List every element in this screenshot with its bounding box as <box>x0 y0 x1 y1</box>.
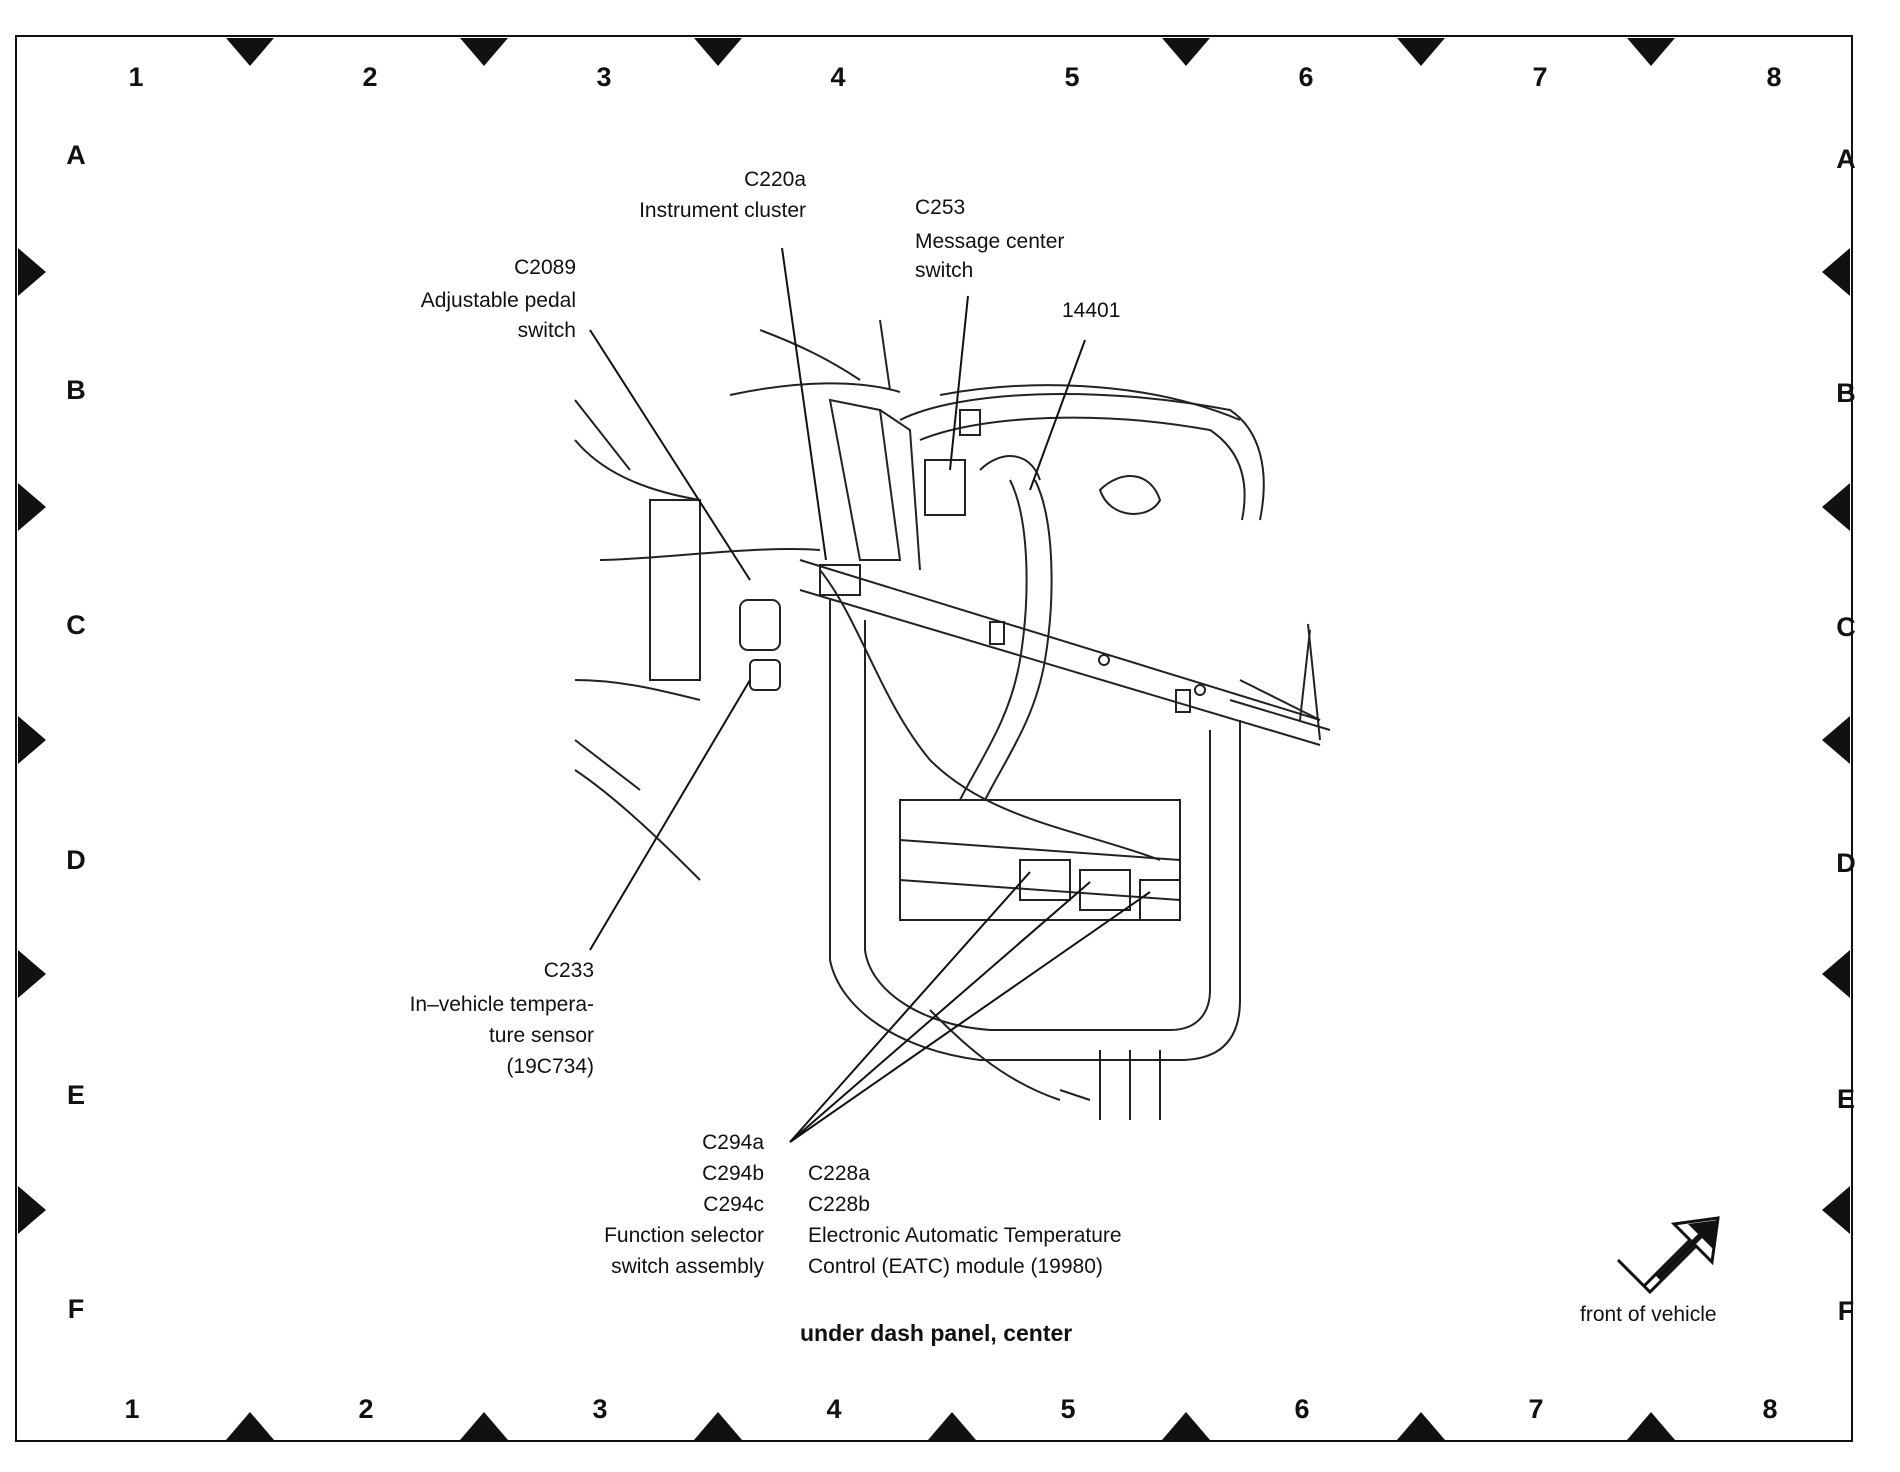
grid-col-top-7: 7 <box>1532 62 1548 92</box>
callout-c233-line2: ture sensor <box>488 1024 594 1047</box>
grid-row-right-d: D <box>1836 848 1856 878</box>
callout-c253-line1: Message center <box>915 230 1065 253</box>
grid-col-bottom-2: 2 <box>358 1394 374 1424</box>
callout-c2089-code: C2089 <box>514 256 576 279</box>
callout-c228b: C228b <box>808 1193 870 1216</box>
grid-row-right-c: C <box>1836 612 1856 642</box>
callout-c2089-line1: Adjustable pedal <box>420 289 576 312</box>
bottom-edge-markers <box>226 1412 1675 1440</box>
callout-c228-line1: Electronic Automatic Temperature <box>808 1224 1122 1247</box>
front-of-vehicle-label: front of vehicle <box>1580 1303 1717 1326</box>
callout-c294-line2: switch assembly <box>611 1255 764 1278</box>
grid-col-top-6: 6 <box>1298 62 1314 92</box>
grid-col-top-3: 3 <box>596 62 612 92</box>
callout-c220a-code: C220a <box>744 168 806 191</box>
grid-col-bottom-4: 4 <box>826 1394 842 1424</box>
grid-row-left-a: A <box>66 140 86 170</box>
diagram-border <box>15 35 1853 1442</box>
grid-col-bottom-7: 7 <box>1528 1394 1544 1424</box>
callout-c253-code: C253 <box>915 196 966 219</box>
grid-row-right-a: A <box>1836 144 1856 174</box>
callout-c233-code: C233 <box>543 959 594 982</box>
front-arrow-icon <box>1616 1216 1720 1295</box>
callout-c228-line2: Control (EATC) module (19980) <box>808 1255 1103 1278</box>
callout-c294c: C294c <box>703 1193 764 1216</box>
top-edge-markers <box>226 38 1675 66</box>
dash-linework <box>574 319 1331 1120</box>
grid-col-top-4: 4 <box>830 62 846 92</box>
grid-col-bottom-3: 3 <box>592 1394 608 1424</box>
callout-14401-code: 14401 <box>1062 299 1121 322</box>
grid-col-bottom-6: 6 <box>1294 1394 1310 1424</box>
grid-row-right-e: E <box>1836 1084 1855 1114</box>
grid-row-right-f: F <box>1837 1296 1855 1326</box>
diagram-caption: under dash panel, center <box>800 1320 1073 1346</box>
grid-row-left-f: F <box>67 1294 85 1324</box>
grid-col-bottom-5: 5 <box>1060 1394 1076 1424</box>
callout-c233-line1: In–vehicle tempera- <box>409 993 594 1016</box>
grid-row-left-e: E <box>66 1080 85 1110</box>
grid-row-left-d: D <box>66 845 86 875</box>
callout-c233-line3: (19C734) <box>506 1055 594 1078</box>
callout-c294-line1: Function selector <box>604 1224 764 1247</box>
callout-c220a-name: Instrument cluster <box>639 199 806 222</box>
callout-c294a: C294a <box>702 1131 764 1154</box>
leader-lines <box>589 247 1151 1143</box>
left-edge-markers <box>18 248 46 1234</box>
grid-row-left-b: B <box>66 375 86 405</box>
callout-c253-line2: switch <box>915 259 974 282</box>
callout-c294b: C294b <box>702 1162 764 1185</box>
grid-col-bottom-8: 8 <box>1762 1394 1778 1424</box>
grid-col-top-8: 8 <box>1766 62 1782 92</box>
grid-col-bottom-1: 1 <box>124 1394 140 1424</box>
callout-c2089-line2: switch <box>517 319 576 342</box>
grid-row-left-c: C <box>66 610 86 640</box>
right-edge-markers <box>1822 248 1850 1234</box>
grid-col-top-5: 5 <box>1064 62 1080 92</box>
grid-col-top-2: 2 <box>362 62 378 92</box>
callout-c228a: C228a <box>808 1162 870 1185</box>
grid-row-right-b: B <box>1836 378 1856 408</box>
grid-col-top-1: 1 <box>128 62 144 92</box>
